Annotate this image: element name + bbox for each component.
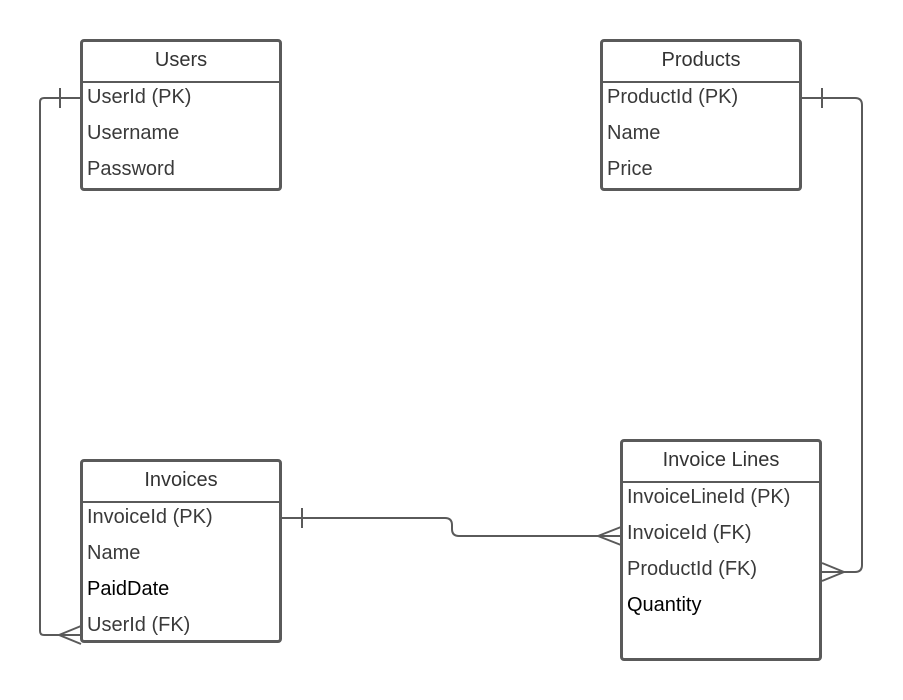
many-marker-invoices xyxy=(58,625,82,645)
products-field-productid: ProductId (PK) xyxy=(607,86,739,108)
many-marker-invoicelines-productid xyxy=(821,562,845,582)
invoices-entity[interactable]: Invoices InvoiceId (PK) Name PaidDate Us… xyxy=(80,459,282,643)
relationship-products-invoicelines-line xyxy=(802,97,863,573)
invoice-lines-field-quantity: Quantity xyxy=(627,594,702,616)
invoice-lines-field-invoiceid: InvoiceId (FK) xyxy=(627,522,752,544)
invoice-lines-field-invoicelineid: InvoiceLineId (PK) xyxy=(627,486,791,508)
invoices-field-list: InvoiceId (PK) Name PaidDate UserId (FK) xyxy=(83,503,279,647)
users-field-list: UserId (PK) Username Password xyxy=(83,83,279,191)
invoice-lines-entity[interactable]: Invoice Lines InvoiceLineId (PK) Invoice… xyxy=(620,439,822,661)
invoices-field-userid: UserId (FK) xyxy=(87,614,191,636)
users-field-username: Username xyxy=(87,122,180,144)
invoices-entity-title: Invoices xyxy=(83,462,279,503)
invoice-lines-field-productid: ProductId (FK) xyxy=(627,558,758,580)
users-entity-title: Users xyxy=(83,42,279,83)
invoice-lines-entity-title: Invoice Lines xyxy=(623,442,819,483)
invoices-field-invoiceid: InvoiceId (PK) xyxy=(87,506,213,528)
products-entity[interactable]: Products ProductId (PK) Name Price xyxy=(600,39,802,191)
products-field-list: ProductId (PK) Name Price xyxy=(603,83,799,191)
invoices-field-name: Name xyxy=(87,542,141,564)
invoices-field-paiddate: PaidDate xyxy=(87,578,170,600)
many-marker-invoicelines-invoiceid xyxy=(597,526,622,546)
relationship-users-invoices-line xyxy=(39,97,81,636)
products-entity-title: Products xyxy=(603,42,799,83)
relationship-invoices-invoicelines-line xyxy=(282,517,621,537)
products-field-price: Price xyxy=(607,158,653,180)
users-field-userid: UserId (PK) xyxy=(87,86,192,108)
products-field-name: Name xyxy=(607,122,661,144)
users-field-password: Password xyxy=(87,158,175,180)
invoice-lines-field-list: InvoiceLineId (PK) InvoiceId (FK) Produc… xyxy=(623,483,819,627)
users-entity[interactable]: Users UserId (PK) Username Password xyxy=(80,39,282,191)
